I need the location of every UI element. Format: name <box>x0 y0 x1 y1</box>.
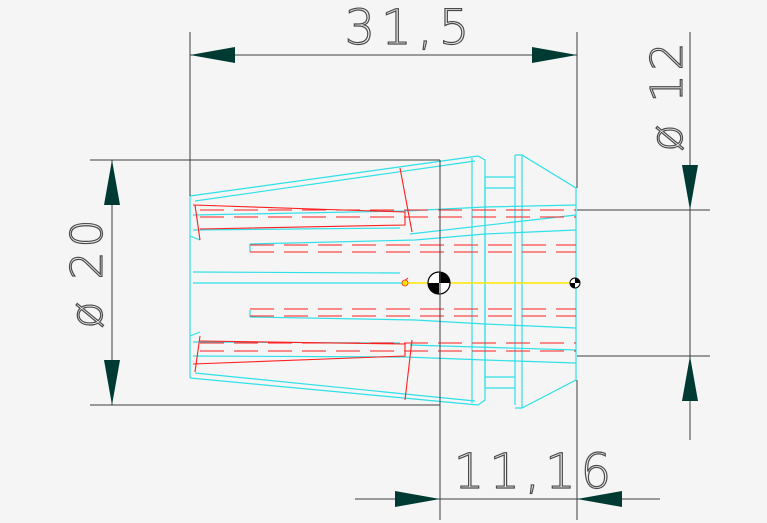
collet-body-outline <box>189 154 577 409</box>
collet-slots <box>192 167 576 401</box>
cone-length-dimension: 11,16 <box>454 444 616 500</box>
overall-length-dimension: 31,5 <box>345 0 476 56</box>
dimension-lines <box>90 32 710 520</box>
dimension-arrows <box>104 47 698 507</box>
center-of-mass-icon <box>427 271 451 295</box>
center-of-mass-small-icon <box>569 277 581 289</box>
outer-diameter-dimension: ø 20 <box>62 216 113 329</box>
bore-diameter-dimension: ø 12 <box>642 39 693 152</box>
